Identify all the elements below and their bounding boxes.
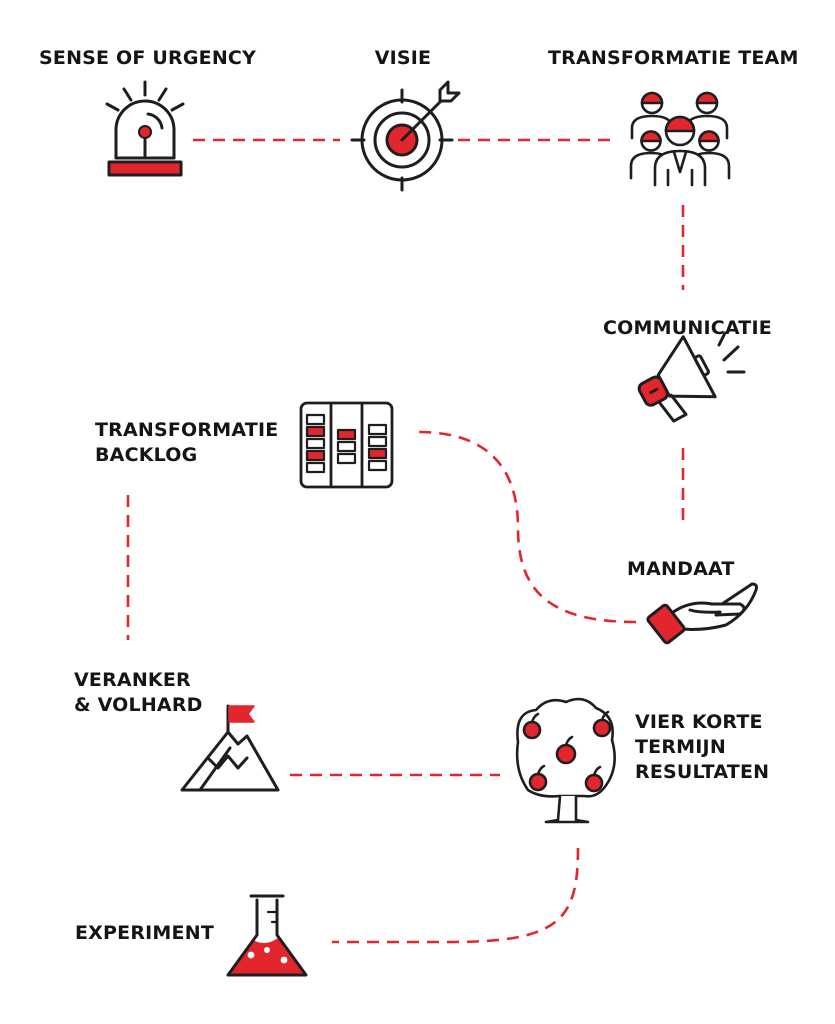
label-visie: VISIE <box>374 47 432 69</box>
label-mandaat: MANDAAT <box>627 558 735 580</box>
connectors <box>126 138 685 944</box>
label-vier-korte-termijn-resultaten: VIER KORTE TERMIJN RESULTATEN <box>635 711 770 783</box>
label-experiment: EXPERIMENT <box>75 922 214 944</box>
megaphone-icon <box>637 331 746 423</box>
hand-icon <box>646 582 758 645</box>
team-icon <box>629 91 731 187</box>
label-sense-of-urgency: SENSE OF URGENCY <box>39 47 257 69</box>
connector-resultaten-experiment <box>332 847 580 944</box>
label-communicatie: COMMUNICATIE <box>603 317 772 339</box>
mountain-flag-icon <box>180 704 280 792</box>
siren-icon <box>105 80 185 177</box>
label-veranker-volhard: VERANKER & VOLHARD <box>74 669 203 716</box>
label-transformatie-team: TRANSFORMATIE TEAM <box>548 47 799 69</box>
kanban-board-icon <box>299 401 394 489</box>
connector-mandaat-backlog <box>417 430 637 624</box>
apple-tree-icon <box>515 697 616 824</box>
label-transformatie-backlog: TRANSFORMATIE BACKLOG <box>95 419 279 466</box>
flask-icon <box>226 894 308 977</box>
target-icon <box>350 80 461 192</box>
